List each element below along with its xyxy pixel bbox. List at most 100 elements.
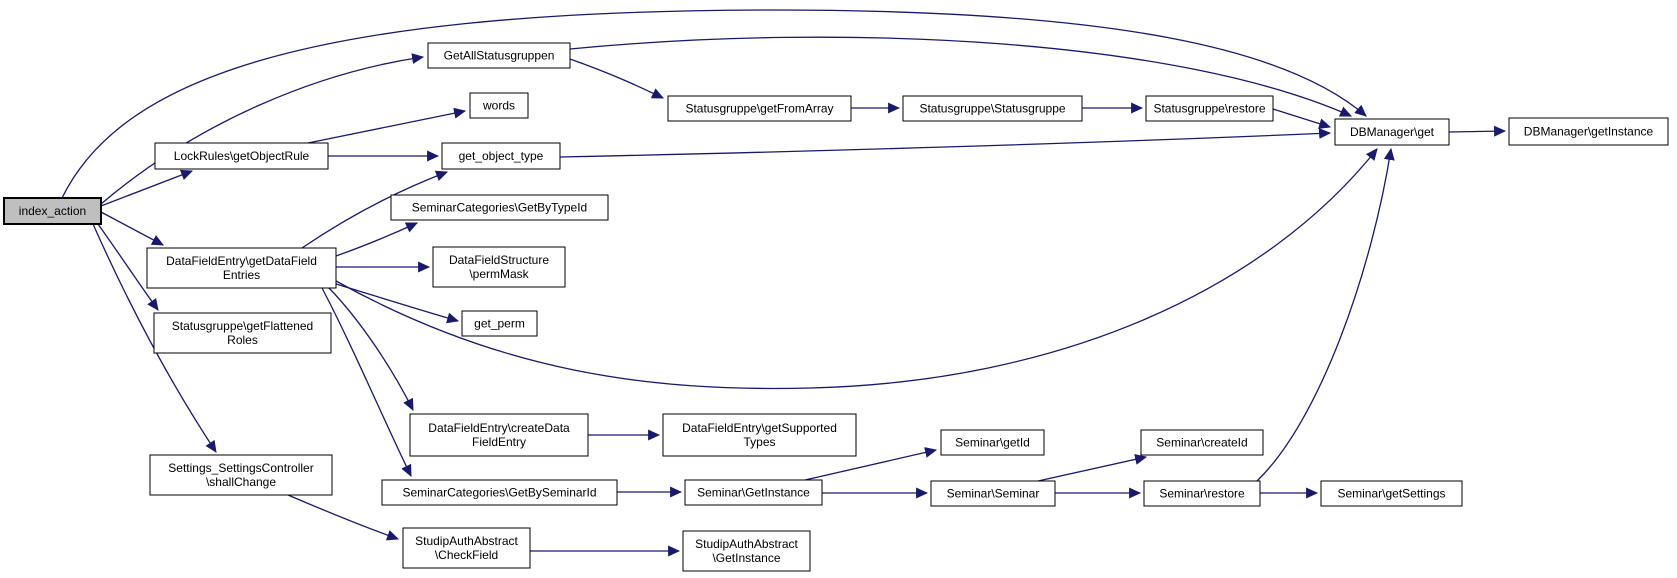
node-get-object-type[interactable]: get_object_type — [441, 142, 561, 170]
node-seminar-getsettings[interactable]: Seminar\getSettings — [1320, 480, 1463, 507]
node-label-seminarcategories-getbytypeid: SeminarCategories\GetByTypeId — [412, 201, 587, 215]
node-box-datafieldentry-getsupportedtypes[interactable] — [662, 413, 857, 457]
node-label-index-action: index_action — [19, 204, 86, 218]
node-label-get-perm: get_perm — [474, 317, 525, 331]
node-label-datafieldentry-getdatafieldentries-line-1: DataFieldEntry\getDataField — [166, 254, 317, 268]
node-label-seminar-createid: Seminar\createId — [1156, 436, 1247, 450]
node-label-statusgruppe-getfromarray: Statusgruppe\getFromArray — [685, 102, 833, 116]
node-box-datafieldentry-getdatafieldentries[interactable] — [146, 247, 337, 289]
node-box-seminar-seminar[interactable] — [930, 480, 1056, 507]
edge-dbmanager-get--dbmanager-getinstance — [1448, 125, 1507, 137]
node-box-datafieldentry-createdatafieldentry[interactable] — [409, 413, 589, 457]
node-seminarcategories-getbytypeid[interactable]: SeminarCategories\GetByTypeId — [390, 194, 609, 221]
edge-get-all-statusgruppen--dbmanager-get — [569, 36, 1352, 117]
node-box-seminar-createid[interactable] — [1140, 429, 1264, 456]
node-box-statusgruppe-restore[interactable] — [1145, 95, 1274, 122]
node-label-seminar-getid: Seminar\getId — [955, 436, 1030, 450]
node-label-datafieldstructure-permmask-line-1: DataFieldStructure — [449, 253, 549, 267]
node-get-perm[interactable]: get_perm — [461, 310, 538, 337]
node-settings-settingscontroller-shallchange[interactable]: Settings_SettingsController\shallChange — [149, 454, 333, 496]
node-box-get-object-type[interactable] — [441, 142, 561, 170]
node-dbmanager-get[interactable]: DBManager\get — [1334, 118, 1450, 146]
node-label-studipauthabstract-getinstance-line-1: StudipAuthAbstract — [695, 537, 798, 551]
node-box-statusgruppe-statusgruppe[interactable] — [902, 95, 1083, 122]
node-get-all-statusgruppen[interactable]: GetAllStatusgruppen — [427, 42, 571, 69]
node-label-seminar-getsettings: Seminar\getSettings — [1337, 487, 1445, 501]
node-seminar-createid[interactable]: Seminar\createId — [1140, 429, 1264, 456]
node-label-datafieldentry-createdatafieldentry-line-1: DataFieldEntry\createData — [428, 421, 570, 435]
nodes-layer: index_action GetAllStatusgruppen wordsLock… — [3, 42, 1669, 572]
node-box-dbmanager-get[interactable] — [1334, 118, 1450, 146]
node-box-index-action[interactable] — [3, 197, 102, 225]
node-box-get-all-statusgruppen[interactable] — [427, 42, 571, 69]
node-label-words: words — [482, 99, 515, 113]
edge-lockrules-getobjectrule--words — [307, 107, 467, 144]
node-studipauthabstract-getinstance[interactable]: StudipAuthAbstract\GetInstance — [682, 530, 811, 572]
node-label-statusgruppe-restore: Statusgruppe\restore — [1153, 102, 1265, 116]
node-datafieldstructure-permmask[interactable]: DataFieldStructure\permMask — [432, 246, 566, 288]
edge-seminar-seminar--seminar-createid — [1037, 454, 1148, 482]
node-box-settings-settingscontroller-shallchange[interactable] — [149, 454, 333, 496]
node-label-datafieldentry-getsupportedtypes-line-1: DataFieldEntry\getSupported — [682, 421, 837, 435]
node-label-get-object-type: get_object_type — [459, 149, 544, 163]
node-label-statusgruppe-statusgruppe: Statusgruppe\Statusgruppe — [919, 102, 1065, 116]
edge-datafieldentry-getdatafieldentries--get-object-type — [301, 170, 449, 249]
node-seminar-getinstance[interactable]: Seminar\GetInstance — [684, 479, 823, 506]
node-label-get-all-statusgruppen: GetAllStatusgruppen — [444, 49, 555, 63]
node-label-statusgruppe-getflattenedroles-line-1: Statusgruppe\getFlattened — [172, 319, 313, 333]
edge-settings-settingscontroller-shallchange--studipauthabstract-checkfield — [287, 494, 400, 541]
node-box-statusgruppe-getflattenedroles[interactable] — [153, 312, 332, 354]
node-box-seminarcategories-getbyseminarid[interactable] — [381, 479, 618, 506]
edge-index-action--get-all-statusgruppen — [100, 53, 425, 205]
node-box-seminarcategories-getbytypeid[interactable] — [390, 194, 609, 221]
node-seminar-getid[interactable]: Seminar\getId — [940, 429, 1045, 456]
edge-index-action--datafieldentry-getdatafieldentries — [100, 211, 164, 246]
node-box-seminar-getinstance[interactable] — [684, 479, 823, 506]
node-label-datafieldentry-createdatafieldentry-line-2: FieldEntry — [472, 435, 526, 449]
node-label-seminar-getinstance: Seminar\GetInstance — [697, 486, 810, 500]
node-statusgruppe-restore[interactable]: Statusgruppe\restore — [1145, 95, 1274, 122]
edge-datafieldentry-getdatafieldentries--seminarcategories-getbytypeid — [335, 222, 418, 257]
node-label-seminar-seminar: Seminar\Seminar — [947, 487, 1040, 501]
node-box-dbmanager-getinstance[interactable] — [1508, 117, 1669, 146]
edge-index-action--settings-settingscontroller-shallchange — [92, 223, 217, 453]
node-seminar-restore[interactable]: Seminar\restore — [1143, 480, 1261, 507]
edge-datafieldentry-getdatafieldentries--seminarcategories-getbyseminarid — [321, 287, 412, 477]
node-box-words[interactable] — [469, 92, 529, 119]
node-box-statusgruppe-getfromarray[interactable] — [667, 95, 852, 122]
node-box-datafieldstructure-permmask[interactable] — [432, 246, 566, 288]
node-box-lockrules-getobjectrule[interactable] — [154, 142, 329, 170]
node-label-datafieldentry-getdatafieldentries-line-2: Entries — [223, 268, 260, 282]
node-label-dbmanager-getinstance: DBManager\getInstance — [1524, 125, 1654, 139]
node-label-settings-settingscontroller-shallchange-line-1: Settings_SettingsController — [168, 461, 313, 475]
node-box-seminar-getsettings[interactable] — [1320, 480, 1463, 507]
node-label-datafieldstructure-permmask-line-2: \permMask — [469, 267, 529, 281]
node-words[interactable]: words — [469, 92, 529, 119]
node-studipauthabstract-checkfield[interactable]: StudipAuthAbstract\CheckField — [402, 527, 531, 569]
node-statusgruppe-statusgruppe[interactable]: Statusgruppe\Statusgruppe — [902, 95, 1083, 122]
node-box-studipauthabstract-checkfield[interactable] — [402, 527, 531, 569]
node-dbmanager-getinstance[interactable]: DBManager\getInstance — [1508, 117, 1669, 146]
node-lockrules-getobjectrule[interactable]: LockRules\getObjectRule — [154, 142, 329, 170]
node-label-lockrules-getobjectrule: LockRules\getObjectRule — [174, 149, 310, 163]
node-box-studipauthabstract-getinstance[interactable] — [682, 530, 811, 572]
node-label-dbmanager-get: DBManager\get — [1350, 125, 1435, 139]
node-box-get-perm[interactable] — [461, 310, 538, 337]
node-label-studipauthabstract-getinstance-line-2: \GetInstance — [712, 551, 780, 565]
edge-index-action--statusgruppe-getflattenedroles — [97, 223, 159, 311]
node-box-seminar-getid[interactable] — [940, 429, 1045, 456]
node-box-seminar-restore[interactable] — [1143, 480, 1261, 507]
node-index-action[interactable]: index_action — [3, 197, 102, 225]
edge-index-action--dbmanager-get — [61, 9, 1367, 199]
node-seminar-seminar[interactable]: Seminar\Seminar — [930, 480, 1056, 507]
edge-statusgruppe-restore--dbmanager-get — [1272, 108, 1332, 129]
edge-get-object-type--dbmanager-get — [559, 128, 1332, 158]
node-label-datafieldentry-getsupportedtypes-line-2: Types — [743, 435, 775, 449]
node-statusgruppe-getfromarray[interactable]: Statusgruppe\getFromArray — [667, 95, 852, 122]
node-seminarcategories-getbyseminarid[interactable]: SeminarCategories\GetBySeminarId — [381, 479, 618, 506]
